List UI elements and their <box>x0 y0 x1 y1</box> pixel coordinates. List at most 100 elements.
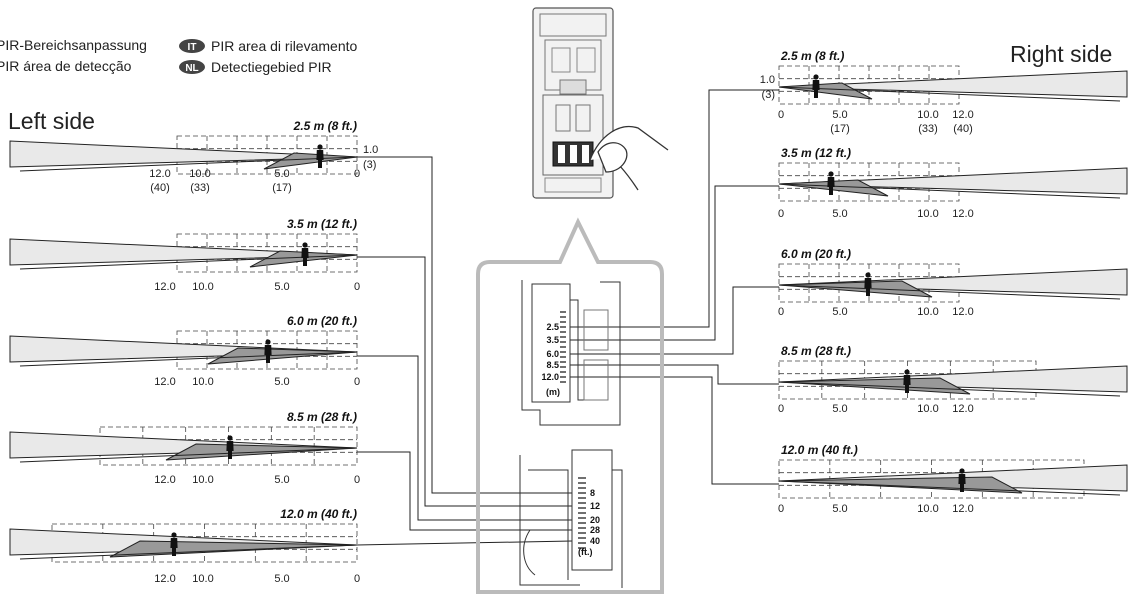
person-icon <box>864 272 872 296</box>
right-tick-ft-0-1: (33) <box>918 123 938 135</box>
right-tick-4-3: 12.0 <box>952 503 973 515</box>
person-icon <box>316 144 324 168</box>
left-height-m: 1.0 <box>363 144 378 156</box>
person-icon <box>264 339 272 363</box>
scale-meters[interactable]: 2.53.56.08.512.0 <box>541 311 566 383</box>
person-icon <box>827 171 835 195</box>
left-range-title-2: 6.0 m (20 ft.) <box>287 314 357 328</box>
right-tick-ft-0-0: (17) <box>830 123 850 135</box>
right-tick-3-3: 12.0 <box>952 403 973 415</box>
left-tick-ft-0-2: (17) <box>272 182 292 194</box>
left-range-title-0: 2.5 m (8 ft.) <box>293 119 357 133</box>
person-icon <box>170 532 178 556</box>
right-beam-1 <box>778 167 1128 195</box>
scale-ft-label-2: 20 <box>590 515 600 525</box>
left-tick-4-2: 5.0 <box>274 573 289 585</box>
right-tick-3-0: 0 <box>778 403 784 415</box>
scale-ft-label-3: 28 <box>590 525 600 535</box>
legend-it-code: IT <box>188 42 197 53</box>
right-tick-2-0: 0 <box>778 306 784 318</box>
left-tick-3-0: 12.0 <box>154 474 175 486</box>
left-height-ft: (3) <box>363 159 376 171</box>
right-tick-3-2: 10.0 <box>917 403 938 415</box>
connector-line-0 <box>357 156 572 494</box>
right-tick-ft-0-2: (40) <box>953 123 973 135</box>
scale-m-label-2: 6.0 <box>546 349 559 359</box>
left-tick-1-0: 12.0 <box>154 281 175 293</box>
scale-m-unit: (m) <box>546 387 560 397</box>
scale-ft-label-1: 12 <box>590 501 600 511</box>
right-height-m: 1.0 <box>760 74 775 86</box>
left-tick-3-2: 5.0 <box>274 474 289 486</box>
connector-line-8 <box>570 364 779 385</box>
right-tick-0-0: 0 <box>778 109 784 121</box>
person-icon <box>226 435 234 459</box>
left-tick-2-1: 10.0 <box>192 376 213 388</box>
connector-line-2 <box>357 355 572 521</box>
right-detect-zone-0 <box>778 82 873 100</box>
left-tick-2-2: 5.0 <box>274 376 289 388</box>
right-height-ft: (3) <box>762 89 775 101</box>
left-tick-4-0: 12.0 <box>154 573 175 585</box>
left-range-title-3: 8.5 m (28 ft.) <box>287 410 357 424</box>
connector-lines <box>356 89 779 546</box>
connector-line-3 <box>357 451 572 531</box>
right-detect-zone-2 <box>778 280 933 298</box>
person-icon <box>812 74 820 98</box>
person-icon <box>301 242 309 266</box>
left-tick-0-1: 10.0 <box>189 168 210 180</box>
left-tick-1-2: 5.0 <box>274 281 289 293</box>
left-tick-ft-0-1: (33) <box>190 182 210 194</box>
scale-ft-label-4: 40 <box>590 536 600 546</box>
left-beam-1 <box>9 238 358 266</box>
right-tick-0-3: 12.0 <box>952 109 973 121</box>
left-tick-3-3: 0 <box>354 474 360 486</box>
left-tick-2-3: 0 <box>354 376 360 388</box>
scale-m-label-1: 3.5 <box>546 335 559 345</box>
connector-line-4 <box>356 540 573 546</box>
connector-line-7 <box>570 286 779 355</box>
left-beam-2 <box>9 335 358 363</box>
left-panel-2: 6.0 m (20 ft.) 12.0 10.0 5.0 0 <box>9 314 360 388</box>
scale-m-label-0: 2.5 <box>546 322 559 332</box>
right-range-title-1: 3.5 m (12 ft.) <box>781 146 851 160</box>
left-side-panels: 2.5 m (8 ft.) 12.0 10.0 5.0 0 (40) (33) (17) 1.0… <box>9 119 378 585</box>
right-tick-4-2: 10.0 <box>917 503 938 515</box>
left-tick-1-3: 0 <box>354 281 360 293</box>
left-tick-ft-0-0: (40) <box>150 182 170 194</box>
scale-ft-label-0: 8 <box>590 488 595 498</box>
left-detect-zone-2 <box>207 347 358 365</box>
device-illustration <box>532 7 669 199</box>
right-range-title-4: 12.0 m (40 ft.) <box>781 443 858 457</box>
right-tick-1-1: 5.0 <box>832 208 847 220</box>
right-tick-0-2: 10.0 <box>917 109 938 121</box>
left-beam-0 <box>9 140 358 168</box>
legend-it: PIR area di rilevamento <box>211 38 358 54</box>
legend-de: PIR-Bereichsanpassung <box>0 37 147 53</box>
left-tick-0-3: 0 <box>354 168 360 180</box>
connector-line-5 <box>570 89 779 328</box>
legend: PIR-Bereichsanpassung PIR área de detecç… <box>0 37 358 75</box>
right-tick-0-1: 5.0 <box>832 109 847 121</box>
left-detect-zone-0 <box>263 152 358 170</box>
scale-m-label-3: 8.5 <box>546 360 559 370</box>
left-tick-0-0: 12.0 <box>149 168 170 180</box>
right-range-title-0: 2.5 m (8 ft.) <box>780 49 844 63</box>
right-tick-2-1: 5.0 <box>832 306 847 318</box>
connector-line-1 <box>357 256 572 507</box>
right-beam-2 <box>778 268 1128 296</box>
right-tick-1-3: 12.0 <box>952 208 973 220</box>
left-tick-2-0: 12.0 <box>154 376 175 388</box>
left-tick-3-1: 10.0 <box>192 474 213 486</box>
left-tick-4-1: 10.0 <box>192 573 213 585</box>
right-tick-4-0: 0 <box>778 503 784 515</box>
legend-nl-badge: NL <box>179 60 205 74</box>
